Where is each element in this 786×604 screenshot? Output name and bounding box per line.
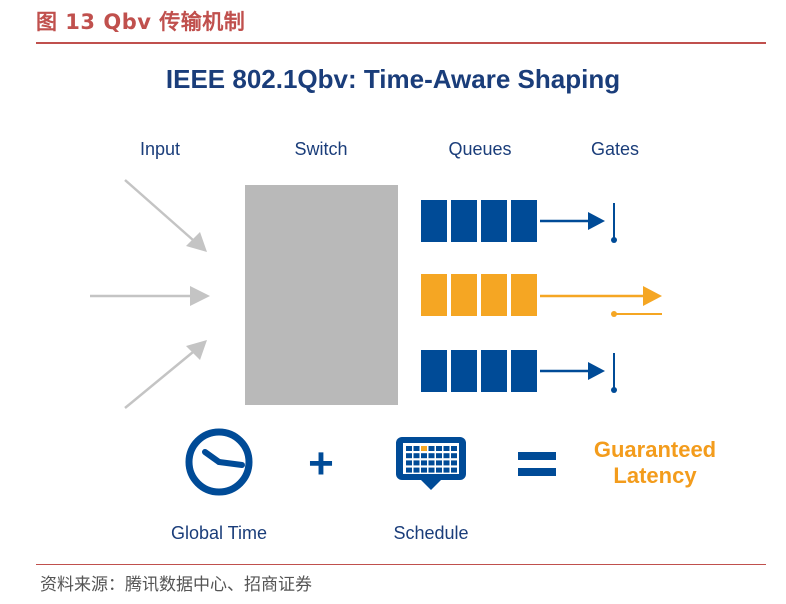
queue-row-2 (421, 274, 662, 317)
schedule-cell (421, 460, 427, 466)
switch-box (245, 185, 398, 405)
input-arrow-upper (124, 179, 194, 241)
queue-output-arrow-head (588, 212, 605, 230)
gate-pivot (611, 311, 617, 317)
schedule-cell (428, 467, 435, 473)
gate-pivot (611, 237, 617, 243)
plus-sign: + (308, 439, 334, 488)
schedule-icon (396, 437, 466, 490)
schedule-cell (443, 453, 450, 459)
schedule-cell (413, 467, 420, 473)
schedule-cell (443, 460, 450, 466)
queue-slot (481, 274, 507, 316)
schedule-cell (413, 460, 420, 466)
schedule-cell (436, 446, 442, 451)
schedule-cell (436, 460, 442, 466)
schedule-cell (421, 467, 427, 473)
schedule-cell (443, 467, 450, 473)
queue-slot (451, 350, 477, 392)
queue-output-arrow-head (588, 362, 605, 380)
schedule-cell (428, 460, 435, 466)
result-line-2: Latency (613, 463, 697, 488)
equals-sign: = (537, 479, 538, 481)
schedule-cell (451, 453, 457, 459)
schedule-cell (413, 446, 420, 451)
result-line-1: Guaranteed (594, 437, 716, 462)
schedule-cell (436, 453, 442, 459)
column-gates-label: Gates (591, 139, 639, 159)
queue-slot (451, 274, 477, 316)
schedule-cell (413, 453, 420, 459)
equals-bar-top (518, 452, 556, 460)
queue-slot (421, 350, 447, 392)
source-divider (36, 564, 766, 565)
schedule-cell (443, 446, 450, 451)
title-divider (36, 42, 766, 44)
input-arrow-lower (124, 351, 194, 409)
schedule-cell (451, 467, 457, 473)
equals-bar-bottom (518, 468, 556, 476)
gate-pivot (611, 387, 617, 393)
schedule-cell (406, 453, 412, 459)
queue-slot (421, 274, 447, 316)
queue-slot (511, 200, 537, 242)
column-input-label: Input (140, 139, 180, 159)
source-note: 资料来源：腾讯数据中心、招商证券 (40, 575, 312, 595)
column-switch-label: Switch (294, 139, 347, 159)
queue-slot (511, 350, 537, 392)
schedule-label: Schedule (393, 523, 468, 543)
schedule-cell (421, 453, 427, 459)
schedule-cell (428, 446, 435, 451)
input-arrows (90, 179, 210, 409)
input-arrow-upper-head (186, 232, 207, 252)
queue-row-1 (421, 200, 617, 243)
schedule-cell (436, 467, 442, 473)
queue-slot (481, 350, 507, 392)
queue-output-arrow-head (643, 286, 662, 306)
diagram-heading: IEEE 802.1Qbv: Time-Aware Shaping (166, 64, 620, 94)
schedule-cell (406, 460, 412, 466)
input-arrow-lower-head (186, 340, 207, 360)
queue-slot (481, 200, 507, 242)
global-time-label: Global Time (171, 523, 267, 543)
input-arrow-middle-head (190, 286, 210, 306)
queue-slot (421, 200, 447, 242)
schedule-cell (406, 446, 412, 451)
schedule-cell-active (421, 446, 427, 451)
schedule-cell (451, 460, 457, 466)
clock-icon (185, 428, 253, 496)
schedule-cell (428, 453, 435, 459)
queue-row-3 (421, 350, 617, 393)
figure-title: 图 13 Qbv 传输机制 (36, 10, 246, 34)
schedule-cell (406, 467, 412, 473)
queue-slot (511, 274, 537, 316)
queue-slot (451, 200, 477, 242)
column-queues-label: Queues (448, 139, 511, 159)
schedule-cell (451, 446, 457, 451)
